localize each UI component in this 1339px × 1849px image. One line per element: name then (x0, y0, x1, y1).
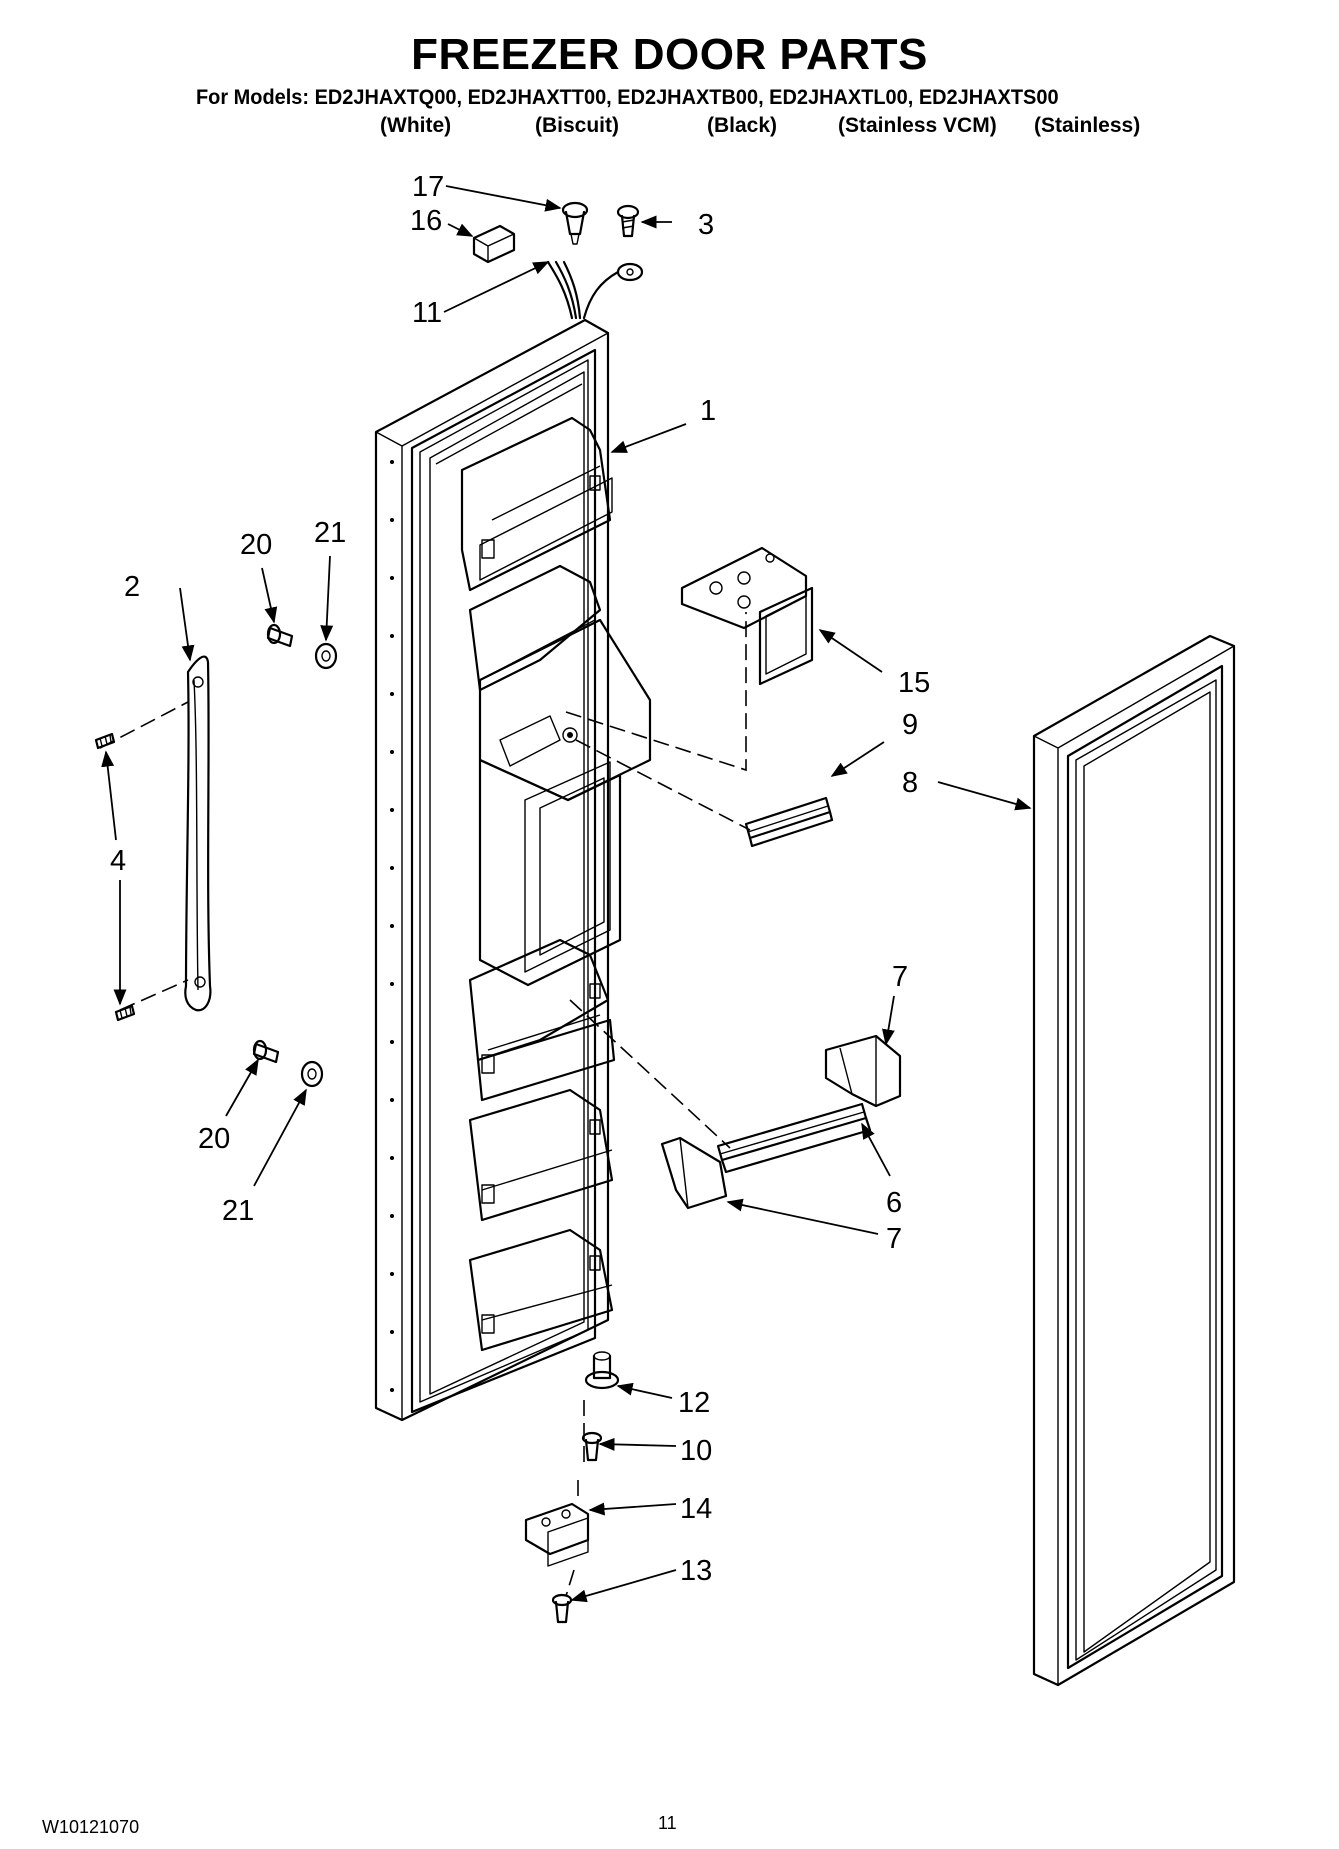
variant-stainless: (Stainless) (1034, 114, 1141, 137)
callout-7-top: 7 (892, 961, 908, 993)
callout-16: 16 (410, 205, 442, 237)
handle-screw-bottom (114, 1004, 136, 1022)
door-handle (184, 655, 212, 1012)
hinge-pin (584, 1351, 620, 1390)
hinge-bracket (524, 1502, 590, 1567)
callout-8: 8 (902, 767, 918, 799)
callout-4: 4 (110, 845, 126, 877)
assembly-lines (99, 612, 751, 1597)
page-number: 11 (658, 1813, 677, 1833)
callout-20-top: 20 (240, 529, 272, 561)
spacer-bottom (300, 1060, 324, 1088)
callout-12: 12 (678, 1387, 710, 1419)
door-gasket (1032, 634, 1236, 1687)
callout-20-bottom: 20 (198, 1123, 230, 1155)
callout-labels: 17 16 3 11 1 20 21 2 15 9 8 4 7 20 21 6 … (110, 171, 930, 1587)
callout-2: 2 (124, 571, 140, 603)
wire-harness (546, 260, 644, 320)
door-rail-6 (716, 1102, 872, 1174)
handle-screw-top (94, 732, 116, 750)
top-screw (616, 204, 640, 238)
callout-11: 11 (412, 297, 442, 329)
rail-cap-lower (660, 1136, 728, 1210)
slide-rail (744, 796, 834, 848)
callout-13: 13 (680, 1555, 712, 1587)
callout-17: 17 (412, 171, 444, 203)
variant-black: (Black) (707, 114, 778, 137)
callout-7-bottom: 7 (886, 1223, 902, 1255)
variant-biscuit: (Biscuit) (535, 114, 619, 137)
door-edge-rivets (390, 460, 394, 1392)
hinge-screw (581, 1431, 603, 1462)
mount-screw-top (266, 623, 294, 648)
callout-6: 6 (886, 1187, 902, 1219)
leader-arrows (101, 185, 1032, 1603)
hinge-bottom-screw (551, 1593, 573, 1624)
spacer-top (314, 642, 338, 670)
variant-stainless-vcm: (Stainless VCM) (838, 114, 997, 137)
callout-3: 3 (698, 209, 714, 241)
dispenser-bracket (680, 546, 814, 686)
rail-cap-upper (824, 1034, 902, 1108)
callout-21-bottom: 21 (222, 1195, 254, 1227)
callout-9: 9 (902, 709, 918, 741)
callout-1: 1 (700, 395, 716, 427)
mount-screw-bottom (252, 1039, 280, 1064)
page-title: FREEZER DOOR PARTS (411, 30, 928, 79)
callout-14: 14 (680, 1493, 712, 1525)
door-liner (374, 318, 652, 1422)
plug-fastener (561, 201, 589, 245)
callout-21-top: 21 (314, 517, 346, 549)
callout-15: 15 (898, 667, 930, 699)
models-line: For Models: ED2JHAXTQ00, ED2JHAXTT00, ED… (196, 86, 1059, 109)
callout-10: 10 (680, 1435, 712, 1467)
wire-connector (472, 224, 516, 264)
variant-white: (White) (380, 114, 452, 137)
document-number: W10121070 (42, 1817, 140, 1837)
